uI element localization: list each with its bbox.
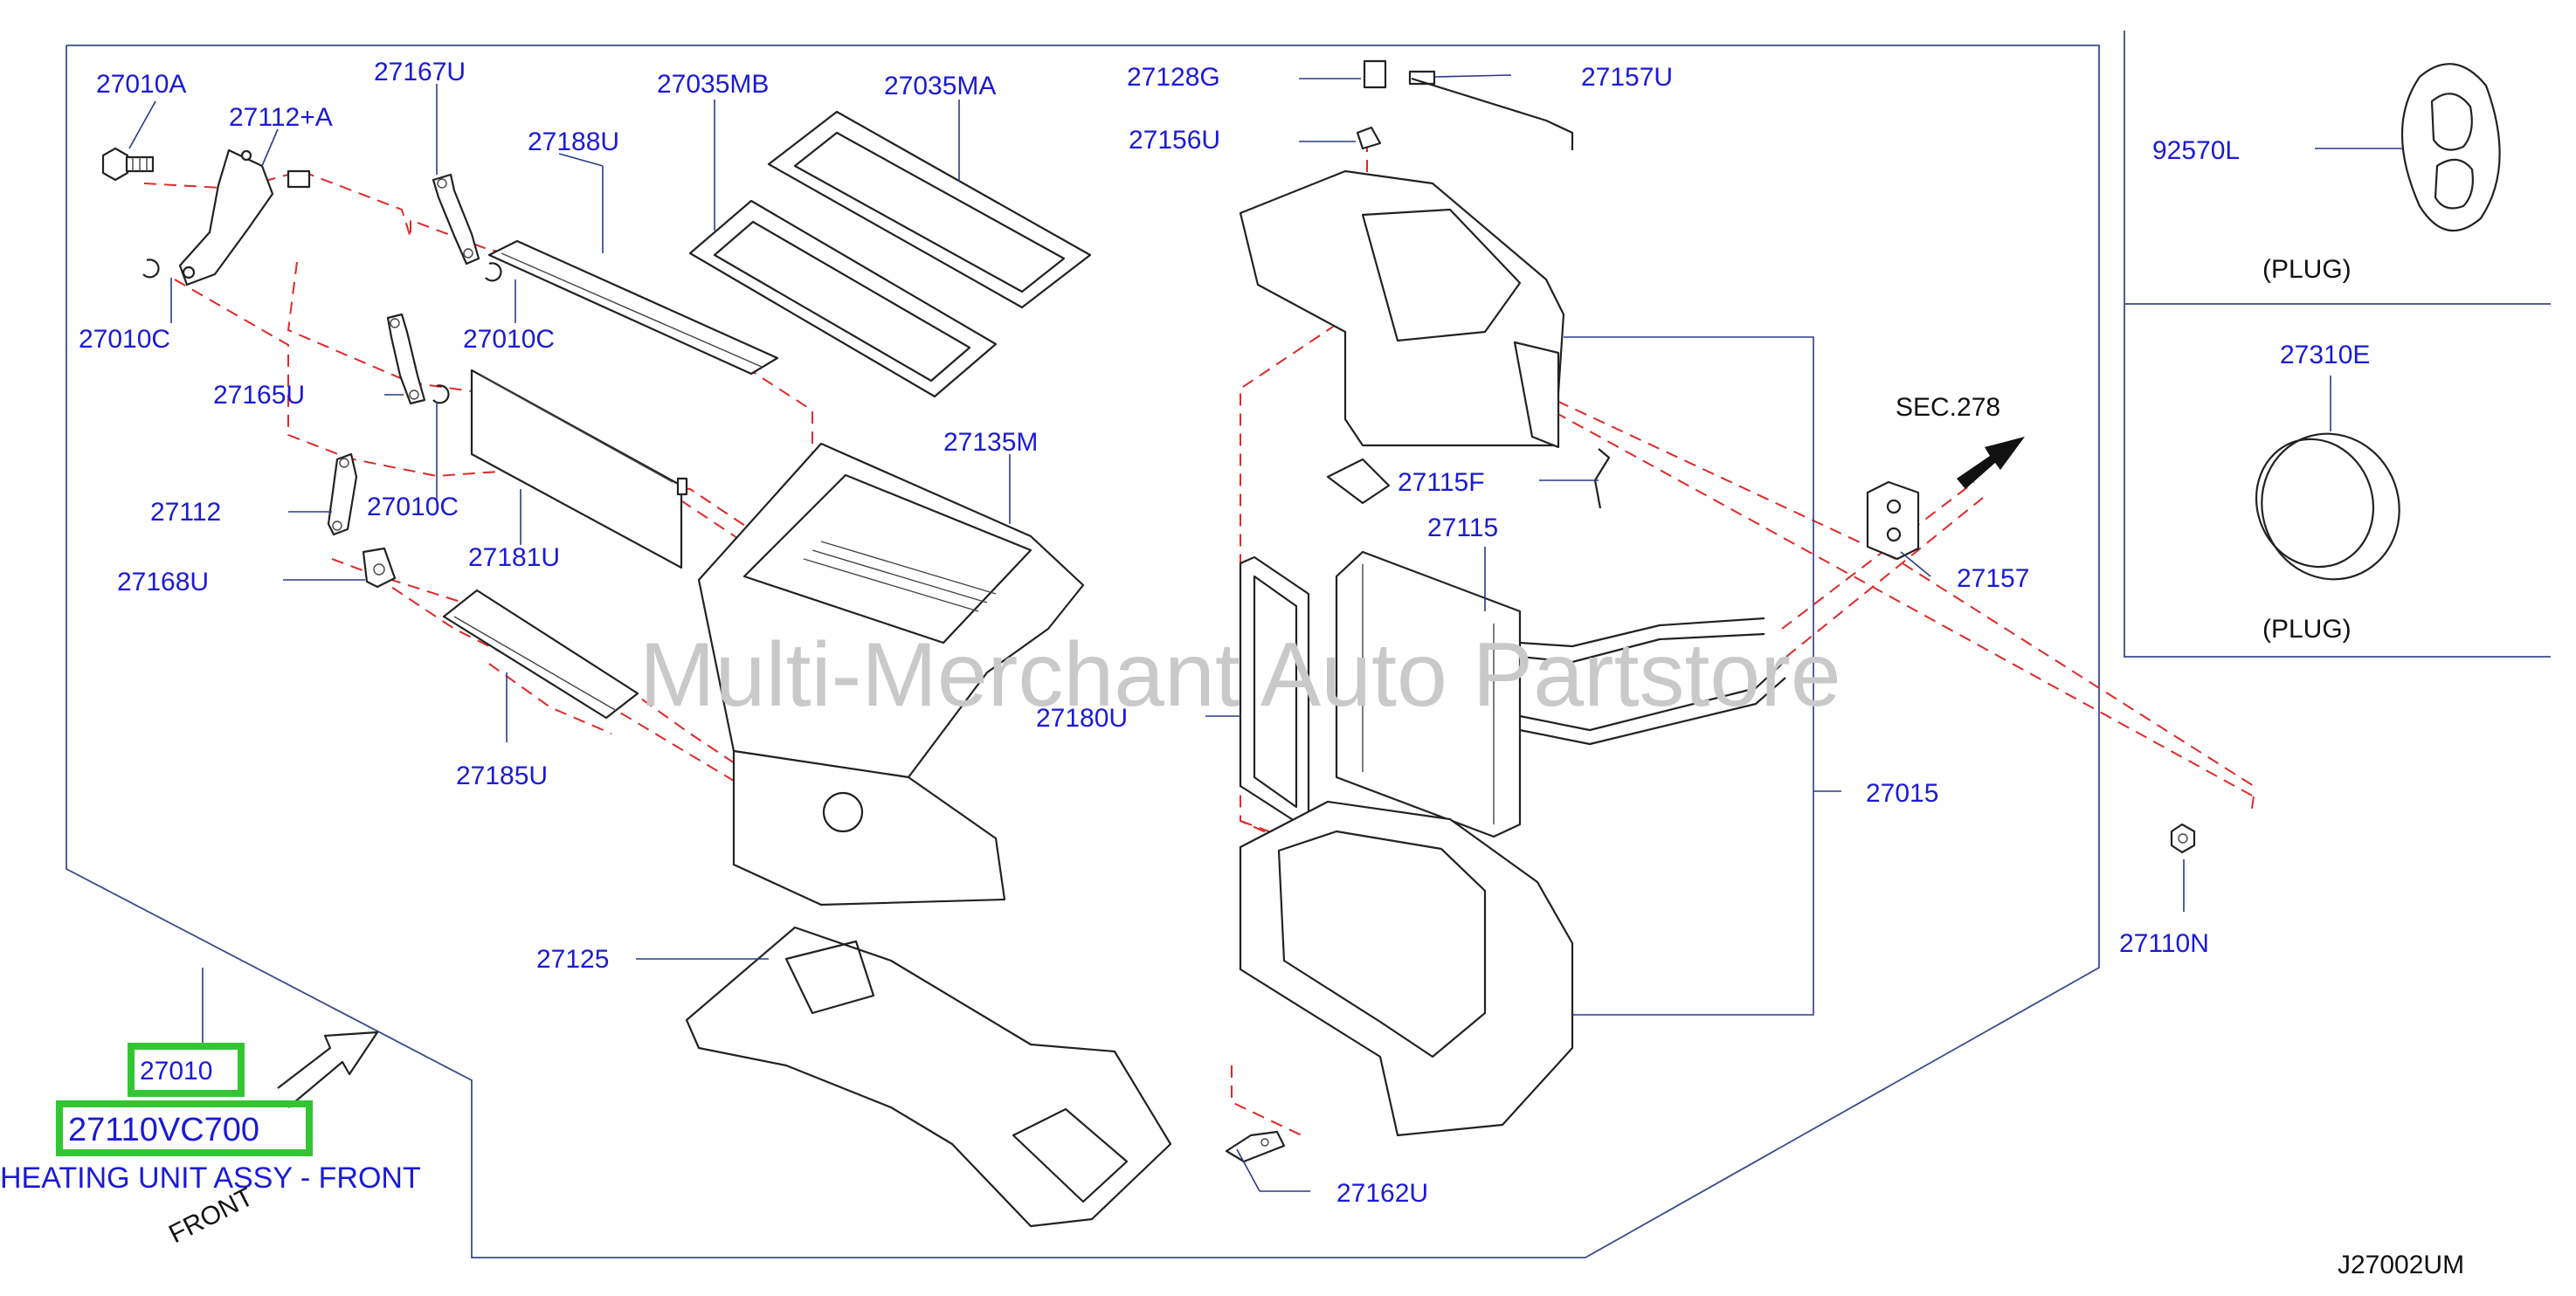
heater-core-27115-part [1335,550,1786,838]
label-27167u[interactable]: 27167U [374,58,466,86]
clip-27010c-part-b [485,262,502,282]
sec278-arrow-icon [1957,437,2025,489]
plug-27310e-part [2255,432,2400,581]
link-27112-part [327,452,358,536]
duct-27125-part [685,926,1172,1228]
upper-case-27015-part [1239,169,1565,505]
case-27135m-part [697,442,1085,907]
lower-case-27015-part [1239,800,1574,1137]
label-27015[interactable]: 27015 [1866,779,1938,808]
bracket-27112a-part [178,148,311,286]
door-27181u-part [470,369,688,569]
label-plug-1: (PLUG) [2262,255,2352,284]
label-27110vc700[interactable]: 27110VC700 [68,1112,259,1148]
plate-27168u-part [362,547,397,589]
label-heating-unit-assy[interactable]: HEATING UNIT ASSY - FRONT [0,1162,421,1195]
nut-27110n-part [2170,823,2196,854]
label-27010c-a[interactable]: 27010C [79,325,170,354]
label-27128g[interactable]: 27128G [1127,63,1220,92]
label-27110n[interactable]: 27110N [2119,929,2209,958]
label-sec278[interactable]: SEC.278 [1896,393,2000,422]
grommet-27157-part [1866,480,1920,561]
label-27010c-c[interactable]: 27010C [367,493,459,521]
label-27010c-b[interactable]: 27010C [463,325,555,354]
door-27188u-part [487,239,779,376]
label-27035mb[interactable]: 27035MB [657,70,769,99]
highlight-27110vc700-box [56,1100,313,1156]
bracket-27162u-part [1225,1130,1286,1163]
door-27185u-part [442,589,639,720]
label-27310e[interactable]: 27310E [2280,341,2370,369]
leader-lines [128,74,2402,1192]
filter-27035mb-part [688,199,998,398]
front-arrow-icon [277,1031,379,1108]
label-27162u[interactable]: 27162U [1336,1179,1428,1208]
filter-27035ma-part [767,110,1092,309]
label-27112[interactable]: 27112 [150,498,221,527]
side-panel-frame [2124,31,2551,658]
plug-92570l-part [2401,63,2501,232]
label-27180u[interactable]: 27180U [1036,704,1128,733]
label-27185u[interactable]: 27185U [456,762,548,790]
label-27115[interactable]: 27115 [1427,514,1498,542]
clip-27010c-part-a [142,259,160,279]
seal-27180u-part [1239,555,1310,826]
bolt-27010a-part [101,147,155,182]
label-27125[interactable]: 27125 [536,945,609,974]
clip-27010c-part-c [432,384,450,404]
label-plug-2: (PLUG) [2262,615,2352,644]
label-27112a[interactable]: 27112+A [229,103,333,132]
label-27165u[interactable]: 27165U [213,381,305,410]
label-27157u[interactable]: 27157U [1581,63,1673,92]
label-27115f[interactable]: 27115F [1398,468,1485,497]
sensor-27128g-part [1363,59,1436,89]
watermark-text: Multi-Merchant Auto Partstore [639,624,1841,726]
wire-27157u-part [1411,77,1574,150]
main-frame [66,45,2100,1258]
bracket-27115f-part [1593,448,1611,509]
label-27157[interactable]: 27157 [1957,564,2029,593]
highlight-27010-box [128,1043,245,1097]
label-27188u[interactable]: 27188U [528,128,619,156]
label-27181u[interactable]: 27181U [468,543,560,572]
label-27168u[interactable]: 27168U [117,568,209,596]
clip-27156u-part [1356,126,1382,150]
link-27167u-part [432,173,480,265]
label-27135m[interactable]: 27135M [943,428,1038,457]
link-27165u-part [386,313,426,405]
label-92570l[interactable]: 92570L [2152,136,2240,165]
diagram-code: J27002UM [2338,1251,2464,1279]
label-27156u[interactable]: 27156U [1129,126,1220,155]
label-27010a[interactable]: 27010A [96,70,186,99]
label-27010[interactable]: 27010 [140,1057,212,1086]
label-27035ma[interactable]: 27035MA [884,72,996,100]
